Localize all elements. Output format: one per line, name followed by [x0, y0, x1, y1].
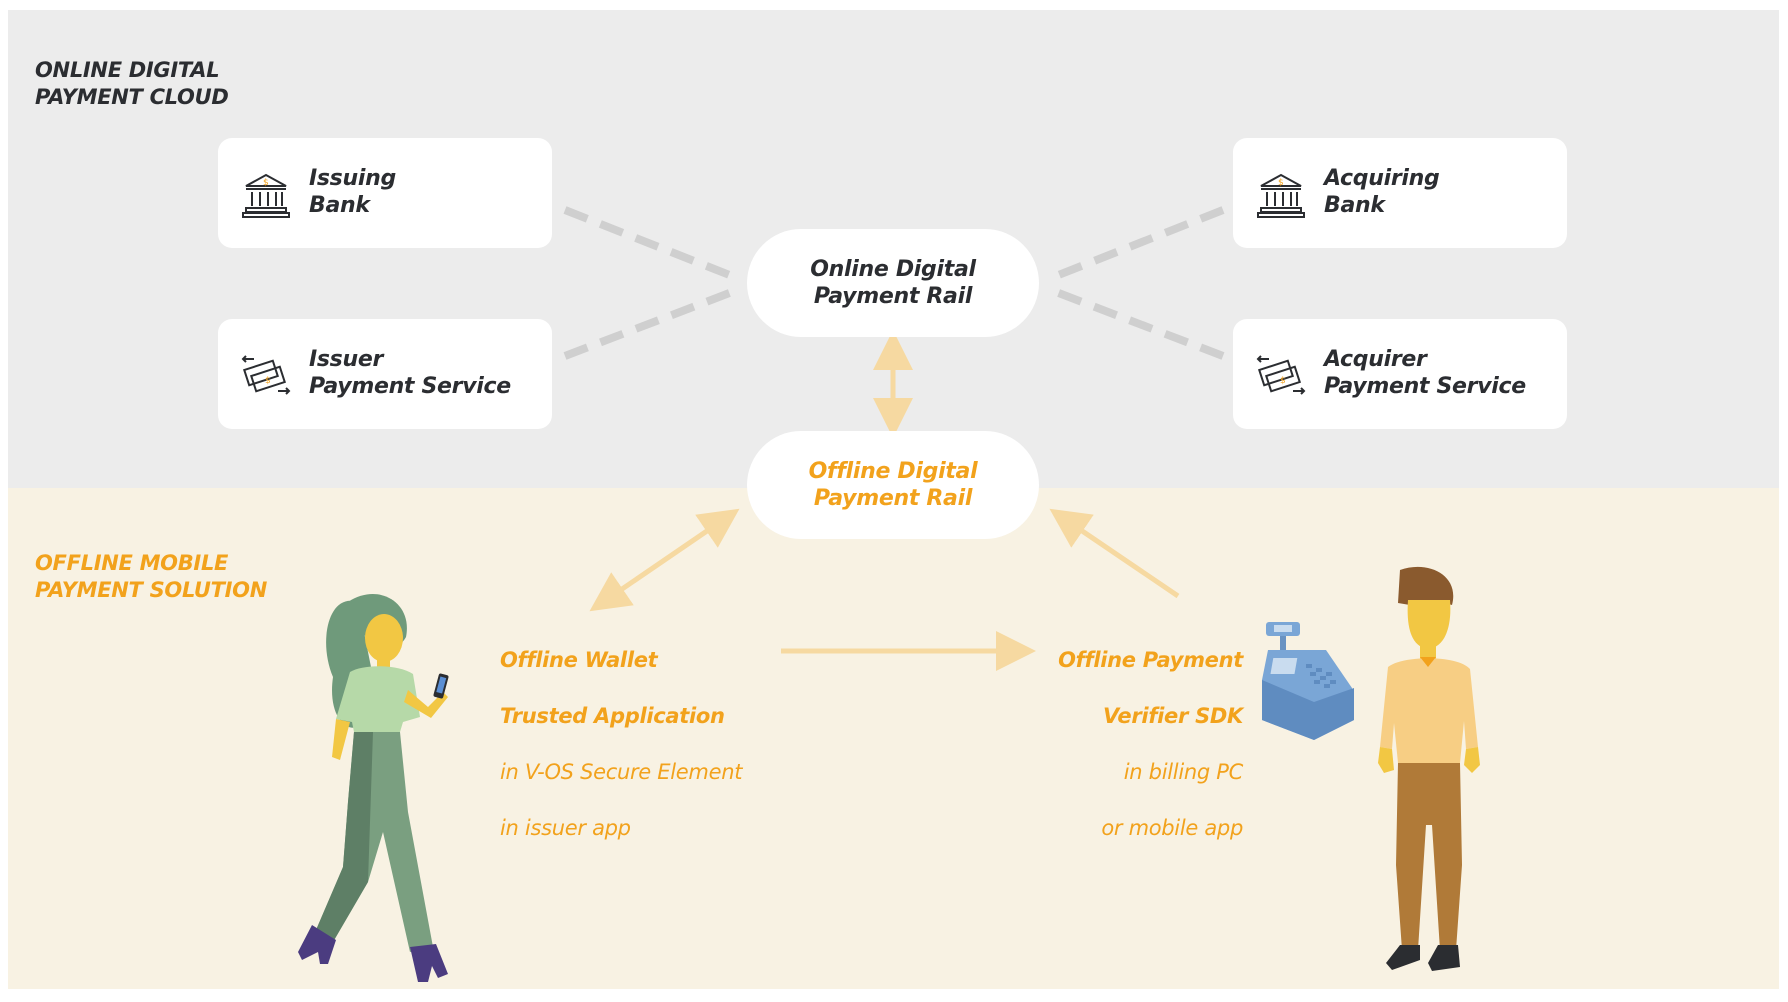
- online-payment-rail-label: Online Digital Payment Rail: [810, 257, 976, 309]
- issuer-payment-service-card: $ Issuer Payment Service: [218, 319, 552, 429]
- verifier-title-line-1: Offline Payment: [1058, 648, 1243, 672]
- online-payment-rail-node: Online Digital Payment Rail: [747, 229, 1039, 337]
- acquiring-bank-label: Acquiring Bank: [1324, 166, 1440, 218]
- connector-lines: [563, 206, 1225, 671]
- offline-verifier-description: Offline Payment Verifier SDK in billing …: [973, 618, 1243, 870]
- offline-solution-title: OFFLINE MOBILE PAYMENT SOLUTION: [35, 551, 267, 602]
- issuing-bank-label: Issuing Bank: [309, 166, 396, 218]
- cash-register-icon: [1262, 622, 1354, 740]
- svg-text:$: $: [265, 376, 271, 386]
- issuing-bank-card: $ Issuing Bank: [218, 138, 552, 248]
- offline-payment-rail-node: Offline Digital Payment Rail: [747, 431, 1039, 539]
- acquirer-payment-service-label: Acquirer Payment Service: [1324, 347, 1526, 399]
- online-cloud-title: ONLINE DIGITAL PAYMENT CLOUD: [35, 58, 229, 109]
- woman-with-phone-illustration: [298, 594, 449, 982]
- acquirer-payment-service-card: $ Acquirer Payment Service: [1233, 319, 1567, 429]
- issuer-payment-service-label: Issuer Payment Service: [309, 347, 511, 399]
- wallet-sub-line-2: in issuer app: [500, 816, 631, 840]
- money-transfer-icon: $: [1256, 355, 1306, 395]
- dashed-link-issuing-bank: [563, 206, 734, 280]
- bank-icon: $: [1257, 173, 1305, 218]
- merchant-man-illustration: [1378, 566, 1480, 971]
- dashed-link-acquiring-bank: [1054, 206, 1225, 280]
- wallet-sub-line-1: in V-OS Secure Element: [500, 760, 743, 784]
- offline-wallet-description: Offline Wallet Trusted Application in V-…: [500, 618, 742, 870]
- verifier-sub-line-1: in billing PC: [1123, 760, 1244, 784]
- wallet-title-line-1: Offline Wallet: [500, 648, 658, 672]
- svg-text:$: $: [1278, 178, 1284, 188]
- wallet-title-line-2: Trusted Application: [500, 704, 725, 728]
- verifier-sub-line-2: or mobile app: [1101, 816, 1243, 840]
- arrow-verifier-offline-rail: [1049, 508, 1180, 599]
- dashed-link-issuer-service: [563, 288, 734, 360]
- money-transfer-icon: $: [241, 355, 291, 395]
- dashed-link-acquirer-service: [1054, 288, 1225, 360]
- diagram-canvas: ONLINE DIGITAL PAYMENT CLOUD OFFLINE MOB…: [8, 10, 1779, 989]
- arrow-wallet-offline-rail: [589, 508, 740, 612]
- verifier-title-line-2: Verifier SDK: [1103, 704, 1243, 728]
- offline-payment-rail-label: Offline Digital Payment Rail: [808, 459, 978, 511]
- svg-text:$: $: [263, 178, 269, 188]
- offline-payment-solution-region: [8, 488, 1779, 989]
- bank-icon: $: [242, 173, 290, 218]
- svg-text:$: $: [1280, 376, 1286, 386]
- acquiring-bank-card: $ Acquiring Bank: [1233, 138, 1567, 248]
